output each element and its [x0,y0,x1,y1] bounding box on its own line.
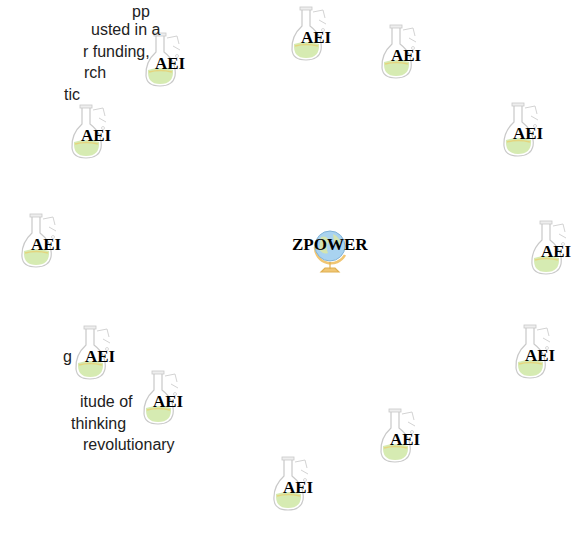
flask-node: AEI [501,102,548,160]
node-label: AEI [301,28,336,48]
node-label: AEI [391,46,426,66]
text-fragment: usted in a [91,20,160,39]
flask-node: AEI [529,220,576,278]
node-label: AEI [525,346,560,366]
centre-label: ZPOWER [292,235,368,255]
flask-node: AEI [143,32,190,90]
flask-node: AEI [379,24,426,82]
flask-node: AEI [141,370,188,428]
flask-node: AEI [378,408,425,466]
text-fragment: revolutionary [83,435,175,454]
node-label: AEI [85,347,120,367]
flask-node: AEI [271,456,318,514]
node-label: AEI [31,235,66,255]
text-fragment: g [63,347,72,366]
flask-node: AEI [513,324,560,382]
node-label: AEI [283,478,318,498]
node-label: AEI [155,54,190,74]
text-fragment: thinking [71,414,126,433]
flask-node: AEI [19,213,66,271]
text-fragment: r funding, [83,42,150,61]
node-label: AEI [390,430,425,450]
node-label: AEI [81,126,116,146]
centre-node: ZPOWER [288,231,372,259]
node-label: AEI [513,124,548,144]
flask-node: AEI [289,6,336,64]
text-fragment: pp [132,2,150,21]
text-fragment: rch [84,63,106,82]
text-fragment: itude of [80,392,132,411]
node-label: AEI [541,242,576,262]
text-fragment: tic [64,85,80,104]
flask-node: AEI [69,104,116,162]
flask-node: AEI [73,325,120,383]
node-label: AEI [153,392,188,412]
